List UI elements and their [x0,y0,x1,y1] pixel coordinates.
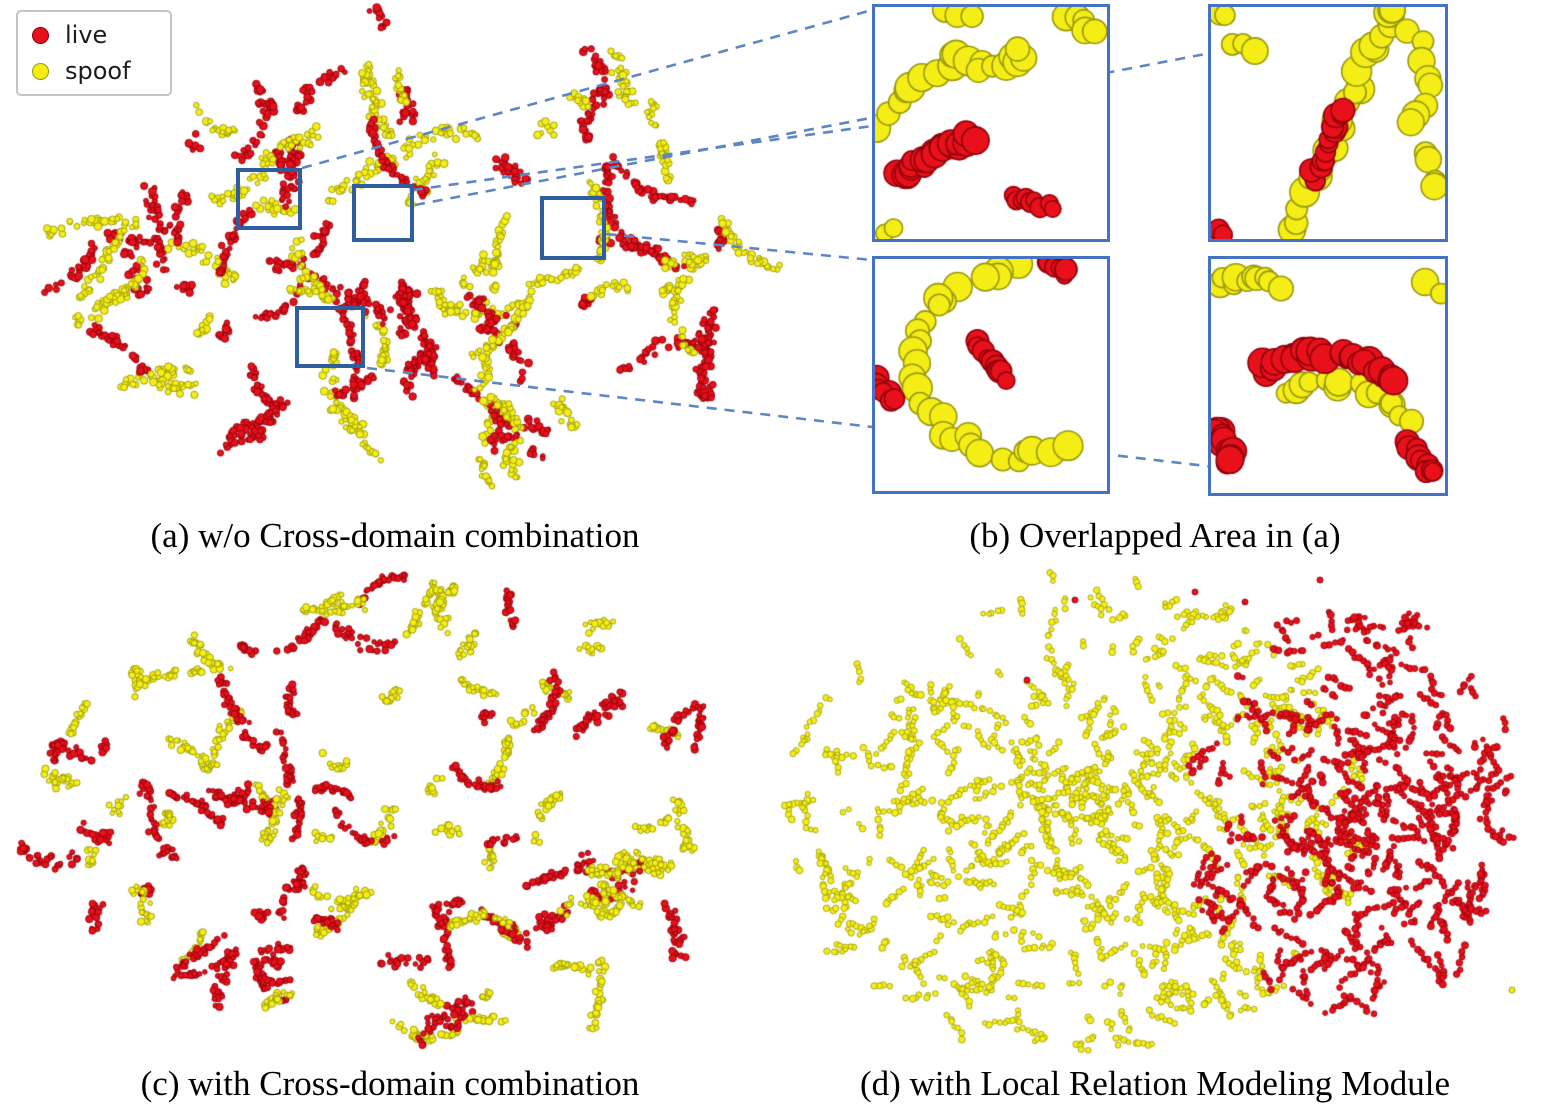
highlight-box [352,184,414,242]
zoom-inset-3 [872,256,1110,494]
zoom-inset-4 [1208,256,1448,496]
highlight-box [236,168,302,230]
legend: live spoof [16,10,172,96]
caption-panel-d: (d) with Local Relation Modeling Module [859,1064,1451,1103]
zoom-inset-1 [872,4,1110,242]
zoom-inset-2 [1208,4,1448,242]
zoom-inset-canvas [875,259,1107,491]
scatter-d [775,562,1550,1062]
zoom-inset-canvas [875,7,1107,239]
legend-label-live: live [65,21,108,49]
live-dot-icon [32,26,49,44]
caption-panel-c: (c) with Cross-domain combination [140,1064,640,1103]
legend-label-spoof: spoof [65,57,131,85]
legend-item-live: live [32,23,156,47]
highlight-box [295,306,365,368]
legend-item-spoof: spoof [32,59,156,83]
zoom-inset-canvas [1211,259,1445,493]
caption-panel-a: (a) w/o Cross-domain combination [150,516,640,555]
caption-panel-b: (b) Overlapped Area in (a) [969,516,1341,555]
scatter-c [5,562,780,1062]
spoof-dot-icon [32,62,49,80]
highlight-box [540,196,606,260]
zoom-inset-canvas [1211,7,1445,239]
